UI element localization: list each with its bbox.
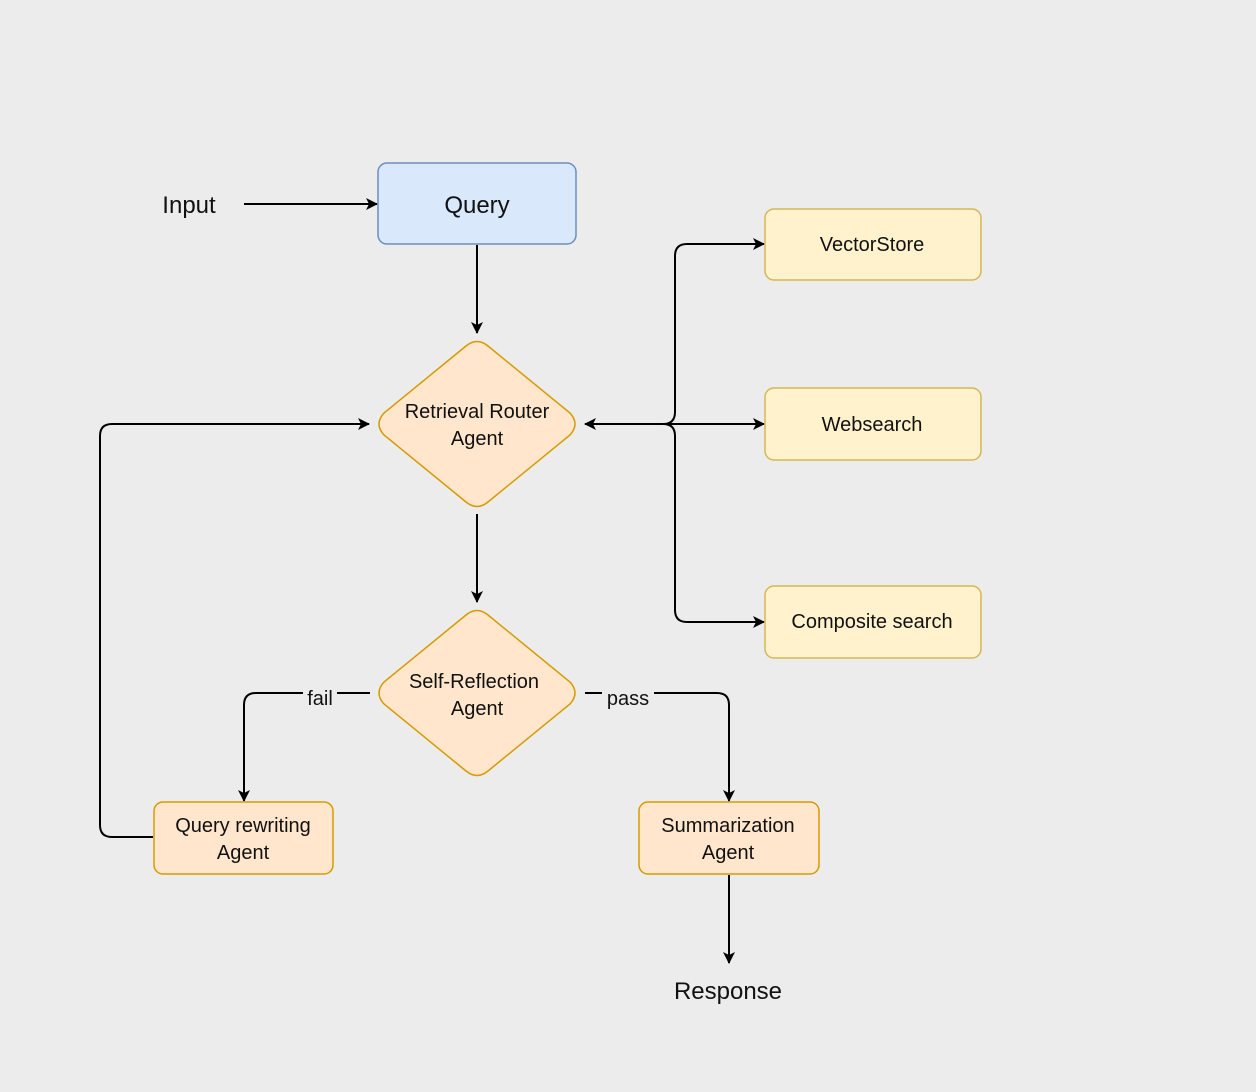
rewriting-node[interactable]: Query rewriting Agent — [153, 801, 334, 875]
websearch-box — [764, 387, 982, 461]
input-label: Input — [162, 192, 216, 219]
summarization-label-line2: Agent — [702, 842, 755, 864]
rewriting-label-line2: Agent — [217, 842, 270, 864]
edge-router-to-composite — [592, 423, 765, 628]
composite-box — [764, 585, 982, 659]
pass-label-bg — [602, 684, 654, 708]
composite-node[interactable]: Composite search — [764, 585, 982, 659]
reflection-diamond — [378, 609, 576, 777]
router-label-line1: Retrieval Router — [405, 401, 550, 423]
vectorstore-label: VectorStore — [820, 234, 925, 256]
query-node[interactable]: Query — [377, 162, 577, 245]
reflection-label-line2: Agent — [451, 698, 504, 720]
rewriting-box — [153, 801, 334, 875]
router-node[interactable]: Retrieval Router Agent — [378, 340, 576, 508]
reflection-label-line1: Self-Reflection — [409, 671, 539, 693]
websearch-label: Websearch — [822, 414, 923, 436]
query-box — [377, 162, 577, 245]
edge-router-to-vectorstore — [585, 238, 765, 425]
router-label-line2: Agent — [451, 428, 504, 450]
summarization-box — [638, 801, 820, 875]
query-label: Query — [444, 192, 509, 219]
reflection-node[interactable]: Self-Reflection Agent — [378, 609, 576, 777]
edge-labels: fail pass — [303, 684, 654, 710]
pass-label: pass — [607, 688, 649, 710]
summarization-label-line1: Summarization — [661, 815, 794, 837]
fail-label: fail — [307, 688, 333, 710]
summarization-node[interactable]: Summarization Agent — [638, 801, 820, 875]
edge-rewriting-back-to-router — [99, 418, 370, 838]
router-diamond — [378, 340, 576, 508]
response-label: Response — [674, 978, 782, 1005]
vectorstore-node[interactable]: VectorStore — [764, 208, 982, 281]
connectors — [99, 198, 765, 964]
edge-reflection-pass-to-summarization — [585, 692, 735, 802]
composite-label: Composite search — [791, 611, 952, 633]
rewriting-label-line1: Query rewriting — [175, 815, 311, 837]
websearch-node[interactable]: Websearch — [764, 387, 982, 461]
fail-label-bg — [303, 684, 337, 708]
edge-reflection-fail-to-rewriting — [238, 692, 370, 802]
vectorstore-box — [764, 208, 982, 281]
